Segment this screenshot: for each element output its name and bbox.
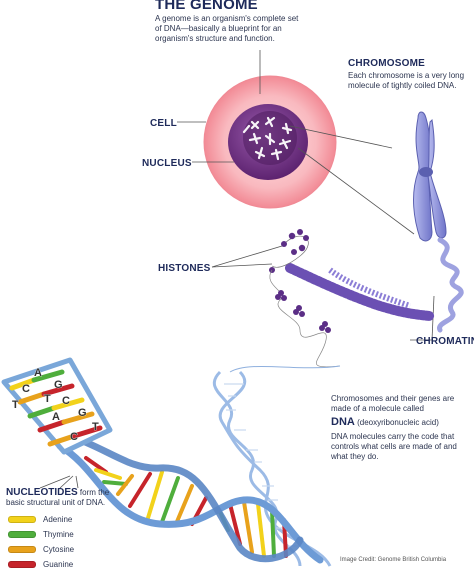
label-nucleus: NUCLEUS (142, 158, 192, 169)
nucleotide-letters: A C T G T C A G T C (12, 367, 100, 444)
nucleus-chromosomes (242, 116, 293, 161)
legend-item: Cytosine (8, 542, 74, 557)
label-cell: CELL (150, 118, 177, 129)
nucleotide-letter: G (78, 407, 87, 419)
page-title: THE GENOME (155, 0, 258, 13)
nucleotide-letter: T (92, 421, 99, 433)
nucleotide-letter: C (62, 395, 70, 407)
base-legend: Adenine Thymine Cytosine Guanine (8, 512, 74, 572)
nucleotides-caption: NUCLEOTIDES form the basic structural un… (6, 488, 126, 508)
nucleotide-letter: C (22, 383, 30, 395)
legend-swatch (8, 516, 36, 523)
chromosome-description: Each chromosome is a very long molecule … (348, 71, 465, 90)
leader-lines (39, 50, 435, 489)
nucleotides-heading: NUCLEOTIDES (6, 487, 78, 498)
legend-swatch (8, 531, 36, 538)
dna-helix-main (56, 432, 324, 564)
legend-label: Cytosine (43, 545, 75, 554)
legend-label: Guanine (43, 560, 74, 569)
legend-label: Thymine (43, 530, 74, 539)
nucleotides-text: form the basic structural unit of DNA. (6, 488, 110, 507)
genome-definition: A genome is an organism's complete set o… (155, 14, 299, 43)
dna-heading-title: DNA (331, 416, 355, 428)
chromatin-coils (285, 237, 464, 333)
nucleus-shape (228, 104, 308, 180)
nucleotide-letter: C (70, 431, 78, 443)
legend-item: Guanine (8, 557, 74, 572)
dna-description: DNA molecules carry the code that contro… (331, 432, 457, 461)
legend-item: Adenine (8, 512, 74, 527)
nucleotide-letter: T (12, 399, 19, 411)
dna-heading-note: (deoxyribonucleic acid) (357, 418, 439, 427)
nucleotide-letter: T (44, 393, 51, 405)
nucleotide-letter: G (54, 379, 63, 391)
dna-heading: DNA (deoxyribonucleic acid) (331, 416, 439, 428)
chromosome-shape (413, 111, 447, 242)
label-chromosome: CHROMOSOME (348, 58, 425, 69)
dna-linker (229, 365, 341, 373)
histone-beads (269, 229, 341, 368)
legend-label: Adenine (43, 515, 73, 524)
legend-swatch (8, 546, 36, 553)
label-chromatin: CHROMATIN (416, 336, 474, 347)
nucleotide-ladder (1, 357, 113, 455)
image-credit: Image Credit: Genome British Columbia (340, 557, 447, 563)
nucleotide-letter: A (52, 411, 60, 423)
dna-description-intro: Chromosomes and their genes are made of … (331, 394, 455, 413)
label-histones: HISTONES (158, 263, 211, 274)
nucleotide-letter: A (34, 367, 42, 379)
legend-item: Thymine (8, 527, 74, 542)
